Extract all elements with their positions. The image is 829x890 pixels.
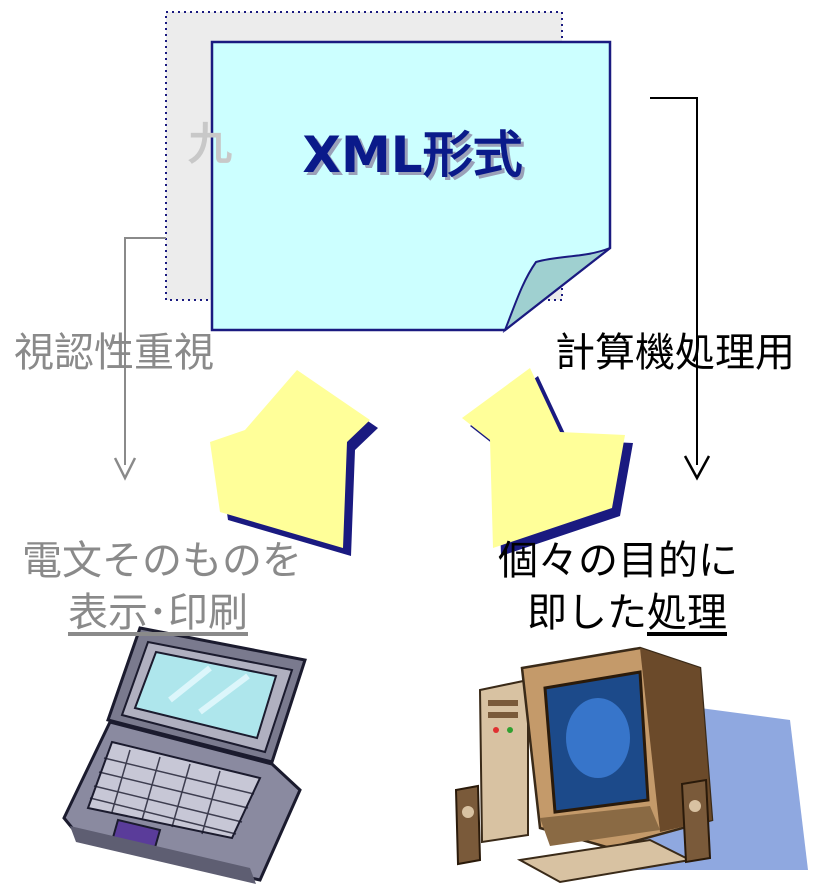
right-result-line2: 即した処理 — [527, 580, 727, 638]
right-branch-label: 計算機処理用 — [555, 330, 795, 376]
right-result-process: 処理 — [647, 590, 727, 636]
right-down-arrow — [462, 368, 633, 556]
left-result-display: 表示 — [68, 590, 148, 636]
left-connector-arrow — [113, 237, 166, 481]
left-result-separator: ･ — [148, 590, 168, 636]
left-branch-label: 視認性重視 — [14, 330, 214, 376]
left-result-print: 印刷 — [168, 590, 248, 636]
main-card-title: XML形式 — [302, 126, 523, 184]
right-connector-arrow — [650, 97, 711, 481]
left-result-line1: 電文そのものを — [22, 538, 302, 584]
right-result-line1: 個々の目的に — [498, 538, 738, 584]
main-card — [210, 40, 612, 334]
desktop-computer-icon — [454, 646, 808, 884]
right-result-prefix: 即した — [527, 590, 647, 636]
laptop-icon — [62, 626, 307, 884]
left-down-arrow — [210, 370, 378, 556]
left-result-line2: 表示･印刷 — [68, 580, 248, 638]
back-card-peek-text: 九 — [188, 119, 232, 170]
